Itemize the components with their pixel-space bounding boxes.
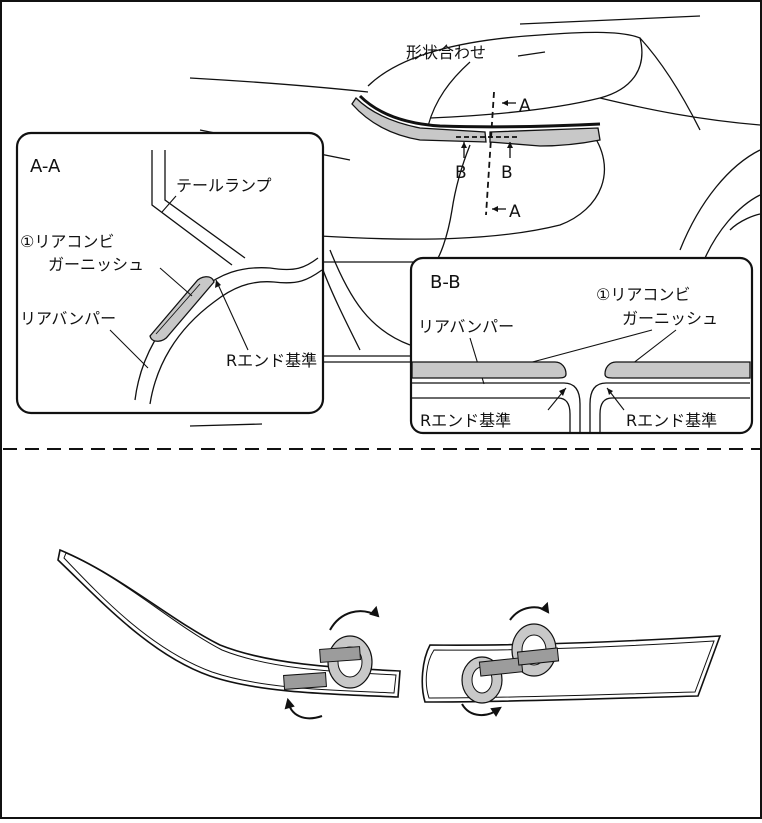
section-bb-title: B-B xyxy=(430,272,461,293)
garnish-bb-label-line1: ①リアコンビ xyxy=(596,285,690,304)
shape-match-label: 形状合わせ xyxy=(406,43,486,62)
r-end-ref-bb-right-label: Rエンド基準 xyxy=(626,411,717,430)
section-b-left-label: B xyxy=(455,163,467,183)
rotate-arrow-left-bottom xyxy=(287,699,323,720)
tail-lamp-section xyxy=(151,150,246,266)
rear-bumper-section xyxy=(134,257,323,405)
r-end-ref-aa-leader xyxy=(215,279,249,351)
tape-right-assembly xyxy=(461,623,560,704)
r-end-ref-aa-label: Rエンド基準 xyxy=(226,351,317,370)
arrowhead-icon xyxy=(215,280,221,288)
arrowhead-icon xyxy=(492,206,498,212)
section-a-bottom-label: A xyxy=(509,202,521,222)
rear-bumper-aa-label: リアバンパー xyxy=(20,309,116,328)
arrowhead-icon xyxy=(461,142,467,148)
section-b-right-label: B xyxy=(501,163,513,183)
tape-strip-left-a xyxy=(283,672,327,690)
tail-lamp-leader xyxy=(161,195,177,213)
garnish-on-vehicle xyxy=(351,94,601,147)
garnish-aa-label-line1: ①リアコンビ xyxy=(20,232,114,251)
rear-bumper-bb-label: リアバンパー xyxy=(418,317,514,336)
tail-lamp-label: テールランプ xyxy=(176,176,272,195)
section-line-a xyxy=(485,91,495,216)
garnish-bb-left xyxy=(411,361,567,379)
section-aa-title: A-A xyxy=(30,156,61,177)
garnish-aa-leader xyxy=(159,267,193,297)
garnish-bb-label-line2: ガーニッシュ xyxy=(622,309,718,328)
garnish-part-left xyxy=(57,548,401,698)
rear-bumper-aa-leader xyxy=(109,329,149,369)
arrowhead-icon xyxy=(507,142,513,148)
section-a-top-label: A xyxy=(519,96,531,116)
tape-left-assembly xyxy=(283,635,373,690)
shape-match-leader xyxy=(427,51,546,127)
arrowhead-icon xyxy=(502,100,508,106)
r-end-ref-bb-left-label: Rエンド基準 xyxy=(420,411,511,430)
garnish-aa-inner-edge xyxy=(155,283,201,335)
rotation-arrows xyxy=(284,601,550,720)
section-bb-panel: B-B ①リアコンビ ガーニッシュ リアバンパー Rエンド基準 Rエンド基準 xyxy=(409,256,754,435)
tape-strip-right-b xyxy=(516,647,560,666)
garnish-aa-label-line2: ガーニッシュ xyxy=(48,255,144,274)
tape-strip-left-b xyxy=(319,646,361,663)
garnish-bb-right xyxy=(604,361,751,379)
arrowhead-icon xyxy=(559,388,566,396)
section-aa-panel: A-A テールランプ ①リアコンビ ガーニッシュ リアバンパー Rエンド基準 xyxy=(15,131,325,415)
garnish-aa-section xyxy=(149,276,215,342)
arrowhead-icon xyxy=(607,388,613,395)
